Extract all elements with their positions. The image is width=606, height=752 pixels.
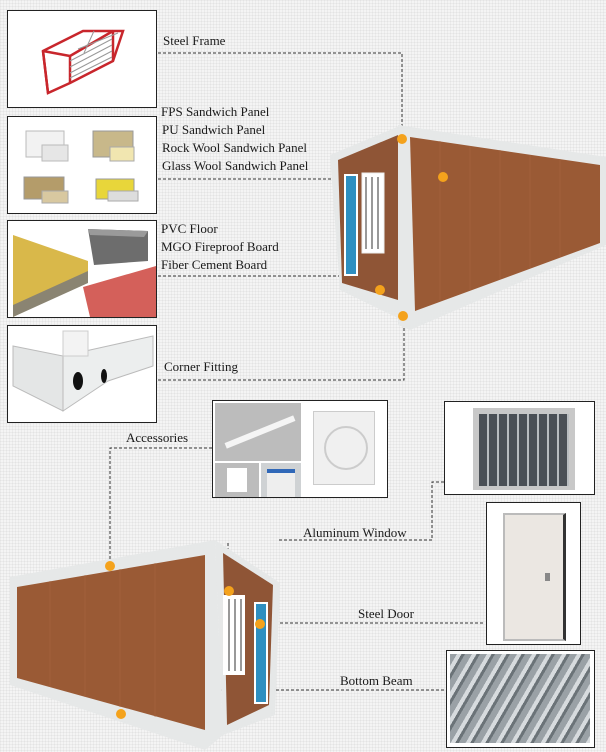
label-fps-panel: FPS Sandwich Panel (161, 104, 270, 119)
marker-steel-frame (397, 134, 407, 144)
label-accessories: Accessories (126, 430, 189, 445)
label-rockwool-panel: Rock Wool Sandwich Panel (162, 140, 307, 155)
floor-board-icons (13, 229, 156, 317)
socket-icon (215, 463, 259, 497)
label-glasswool-panel: Glass Wool Sandwich Panel (162, 158, 309, 173)
marker-accessories (105, 561, 115, 571)
container-upper-image (330, 125, 606, 330)
rockwool-panel-icon (23, 176, 69, 204)
label-pvc-floor: PVC Floor (161, 221, 218, 236)
door-icon (503, 513, 566, 641)
label-aluminum-window: Aluminum Window (303, 525, 407, 540)
accessories-image (212, 400, 388, 498)
fps-panel-icon (25, 130, 69, 162)
label-mgo-board: MGO Fireproof Board (161, 239, 279, 254)
marker-door (255, 619, 265, 629)
marker-bottom-beam (116, 709, 126, 719)
steel-beams-icon (450, 654, 590, 743)
label-steel-frame: Steel Frame (163, 33, 226, 48)
glasswool-panel-icon (95, 178, 139, 202)
label-corner-fitting: Corner Fitting (164, 359, 239, 374)
exhaust-fan-icon (313, 411, 375, 485)
corner-fitting-image (7, 325, 157, 423)
container-lower-image (10, 540, 280, 750)
breaker-icon (261, 463, 301, 497)
steel-frame-icon (41, 29, 125, 95)
bottom-beam-image (446, 650, 595, 748)
marker-panels (438, 172, 448, 182)
floor-boards-image (7, 220, 157, 318)
pu-panel-icon (92, 130, 135, 162)
label-bottom-beam: Bottom Beam (340, 673, 413, 688)
sandwich-panel-icons (23, 130, 139, 204)
led-tube-icon (215, 403, 301, 461)
marker-window (224, 586, 234, 596)
marker-corner-fitting (398, 311, 408, 321)
mgo-board-icon (88, 229, 148, 265)
aluminum-window-image (444, 401, 595, 495)
label-fiber-cement-board: Fiber Cement Board (161, 257, 268, 272)
sandwich-panels-image (7, 116, 157, 214)
marker-floor (375, 285, 385, 295)
label-steel-door: Steel Door (358, 606, 414, 621)
pvc-floor-icon (13, 235, 88, 317)
fiber-cement-board-icon (83, 266, 156, 317)
steel-door-image (486, 502, 581, 645)
window-grille-icon (479, 414, 569, 486)
corner-fitting-icon (12, 330, 154, 412)
label-pu-panel: PU Sandwich Panel (162, 122, 266, 137)
steel-frame-image (7, 10, 157, 108)
